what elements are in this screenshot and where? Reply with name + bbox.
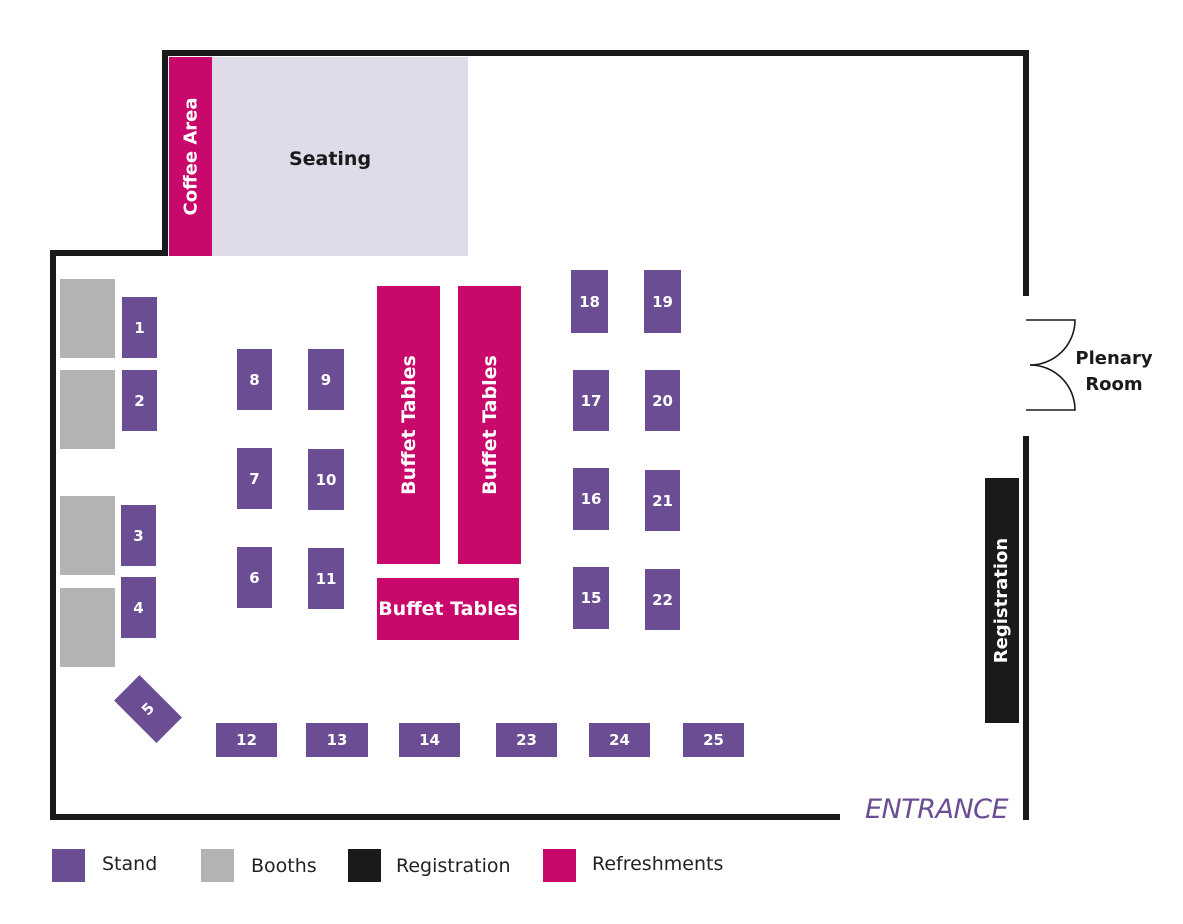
stand-9: 9 (308, 349, 344, 410)
coffee-area-label: Coffee Area (180, 97, 202, 216)
plenary-room-label: Plenary Room (1072, 346, 1156, 398)
stand-14: 14 (399, 723, 460, 757)
booth-3 (60, 496, 115, 575)
stand-5: 5 (114, 675, 182, 743)
stand-24-label: 24 (609, 731, 630, 749)
stand-6-label: 6 (249, 568, 260, 587)
stand-20-label: 20 (652, 391, 673, 410)
legend-label-stand: Stand (102, 853, 158, 875)
buffet-bottom-label: Buffet Tables (378, 598, 518, 620)
stand-23: 23 (496, 723, 557, 757)
seating-area: Seating (212, 57, 468, 256)
stand-17: 17 (573, 370, 609, 431)
stand-16: 16 (573, 468, 609, 530)
buffet-tables-left: Buffet Tables (377, 286, 440, 564)
legend-swatch-stand (52, 849, 85, 882)
stand-22-label: 22 (652, 590, 673, 609)
stand-5-label: 5 (137, 698, 159, 720)
stand-22: 22 (645, 569, 680, 630)
booth-4 (60, 588, 115, 667)
stand-4-label: 4 (133, 598, 144, 617)
stand-11: 11 (308, 548, 344, 609)
wall-left (50, 250, 56, 820)
stand-19: 19 (644, 270, 681, 333)
stand-2: 2 (122, 370, 157, 431)
legend-swatch-booths (201, 849, 234, 882)
stand-18-label: 18 (579, 292, 600, 311)
plenary-doors-icon (1026, 319, 1076, 411)
stand-15: 15 (573, 567, 609, 629)
stand-21-label: 21 (652, 491, 673, 510)
booth-1 (60, 279, 115, 358)
booth-2 (60, 370, 115, 449)
buffet-tables-bottom: Buffet Tables (377, 578, 519, 640)
stand-8: 8 (237, 349, 272, 410)
entrance-label: ENTRANCE (865, 794, 1009, 825)
stand-2-label: 2 (134, 391, 145, 410)
stand-7-label: 7 (249, 469, 260, 488)
stand-7: 7 (237, 448, 272, 509)
legend-label-booths: Booths (251, 855, 317, 877)
plenary-line1: Plenary (1075, 348, 1153, 369)
seating-label: Seating (288, 147, 372, 170)
stand-3-label: 3 (133, 526, 144, 545)
stand-20: 20 (645, 370, 680, 431)
stand-14-label: 14 (419, 731, 440, 749)
stand-8-label: 8 (249, 370, 260, 389)
stand-4: 4 (121, 577, 156, 638)
stand-25-label: 25 (703, 731, 724, 749)
stand-10: 10 (308, 449, 344, 510)
wall-ledge (50, 250, 168, 256)
buffet-tables-right: Buffet Tables (458, 286, 521, 564)
stand-13-label: 13 (326, 731, 348, 749)
plenary-line2: Room (1085, 374, 1143, 395)
stand-10-label: 10 (315, 470, 337, 489)
stand-12-label: 12 (236, 731, 257, 749)
stand-17-label: 17 (580, 391, 602, 410)
wall-right-upper (1023, 50, 1029, 296)
wall-right-lower (1023, 436, 1029, 820)
stand-19-label: 19 (652, 292, 673, 311)
legend-label-refreshments: Refreshments (592, 853, 724, 875)
stand-21: 21 (645, 470, 680, 531)
wall-upper-left (162, 50, 168, 256)
legend-swatch-refreshments (543, 849, 576, 882)
coffee-area: Coffee Area (169, 57, 212, 256)
stand-12: 12 (216, 723, 277, 757)
buffet-left-label: Buffet Tables (397, 355, 420, 495)
stand-1-label: 1 (134, 318, 145, 337)
stand-25: 25 (683, 723, 744, 757)
stand-13: 13 (306, 723, 368, 757)
stand-9-label: 9 (320, 370, 332, 389)
stand-15-label: 15 (580, 589, 602, 607)
legend-label-registration: Registration (396, 855, 511, 877)
stand-24: 24 (589, 723, 650, 757)
legend-swatch-registration (348, 849, 381, 882)
stand-11-label: 11 (315, 569, 337, 588)
stand-18: 18 (571, 270, 608, 333)
wall-top (162, 50, 1029, 56)
stand-3: 3 (121, 505, 156, 566)
registration-desk-label: Registration (991, 537, 1013, 664)
buffet-right-label: Buffet Tables (478, 355, 501, 495)
registration-desk: Registration (985, 478, 1019, 723)
wall-bottom (50, 814, 840, 820)
stand-1: 1 (122, 297, 157, 358)
stand-23-label: 23 (516, 731, 537, 749)
stand-6: 6 (237, 547, 272, 608)
stand-16-label: 16 (580, 490, 602, 508)
